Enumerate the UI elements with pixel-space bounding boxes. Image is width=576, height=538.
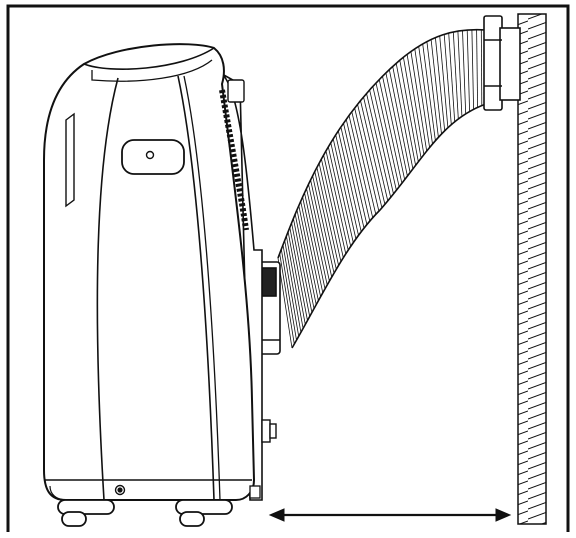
hose-rib [392, 66, 414, 169]
hose-rib [388, 69, 411, 173]
hose-rib [430, 39, 442, 135]
wall [517, 13, 547, 525]
hose-rib [422, 43, 436, 141]
hose-rib [332, 138, 357, 239]
hose-rib [462, 30, 467, 114]
hose-rib [443, 34, 452, 125]
hose-rib [304, 192, 326, 289]
rear-grille [219, 89, 249, 231]
hose-rib [480, 29, 483, 106]
hose-rib [312, 175, 335, 274]
unit-body [43, 43, 277, 501]
casters [57, 499, 233, 527]
hose-rib [343, 123, 368, 225]
hose-rib [378, 79, 403, 184]
wall-adapter [483, 15, 521, 111]
hose-rib [325, 150, 349, 251]
hose-rib [345, 119, 371, 222]
hose-rib [282, 244, 300, 337]
hose-rib [363, 96, 389, 201]
hose-rib [318, 163, 342, 262]
hose-rib [327, 146, 352, 247]
hose-rib [323, 154, 347, 254]
hose-rib [296, 209, 317, 305]
hose-rib [452, 31, 459, 119]
hose-rib [375, 82, 400, 187]
hose-rib [316, 167, 339, 266]
hose-rib [476, 29, 478, 108]
hose-rib [366, 93, 392, 198]
hose-rib [403, 57, 422, 159]
hose-rib [287, 231, 306, 325]
hose-rib [360, 100, 386, 205]
hose-rib [308, 184, 330, 282]
hose-rib [439, 35, 449, 128]
unit-hose-adapter [257, 261, 281, 355]
hose-rib [385, 72, 408, 177]
hose-rib [357, 104, 383, 208]
hose-rib [337, 130, 362, 232]
hose-rib [340, 126, 365, 229]
hose-rib [410, 51, 428, 152]
hose-rib [330, 142, 354, 243]
hose-rib [351, 111, 377, 215]
hose-rib [310, 179, 333, 278]
hose-rib [289, 227, 308, 321]
hose-rib [298, 205, 319, 301]
hose-rib [300, 201, 321, 297]
hose-rib [302, 196, 324, 293]
hose-rib [406, 54, 425, 155]
hose-rib [395, 63, 416, 166]
hose-rib [280, 249, 297, 341]
clearance-arrow [268, 508, 512, 522]
hose-rib [314, 171, 337, 270]
hose-rib [354, 107, 380, 212]
hose-rib [471, 29, 474, 110]
hose-rib [466, 29, 470, 112]
hose-rib [286, 236, 304, 329]
hose-rib [306, 188, 328, 285]
unit-shell [43, 43, 256, 501]
exhaust-hose [277, 28, 487, 349]
hose-rib [418, 46, 433, 145]
hose-rib [399, 60, 419, 162]
hose-rib [369, 89, 394, 194]
hose-rib [284, 240, 302, 333]
hose-rib [279, 253, 295, 345]
hose-rib [457, 31, 463, 117]
hose-rib [414, 48, 430, 148]
hose-rib [382, 76, 406, 180]
frame-border [6, 4, 570, 532]
hose-rib [448, 33, 456, 122]
hose-rib [293, 218, 313, 313]
hose-rib [348, 115, 374, 218]
hose-rib [426, 41, 439, 138]
hose-rib [335, 134, 359, 236]
hose-rib [321, 159, 344, 258]
hose-rib [372, 86, 397, 191]
hose-rib [294, 214, 315, 309]
hose-ribs [277, 29, 487, 349]
hose-rib [435, 37, 446, 131]
hose-rib [291, 222, 311, 317]
